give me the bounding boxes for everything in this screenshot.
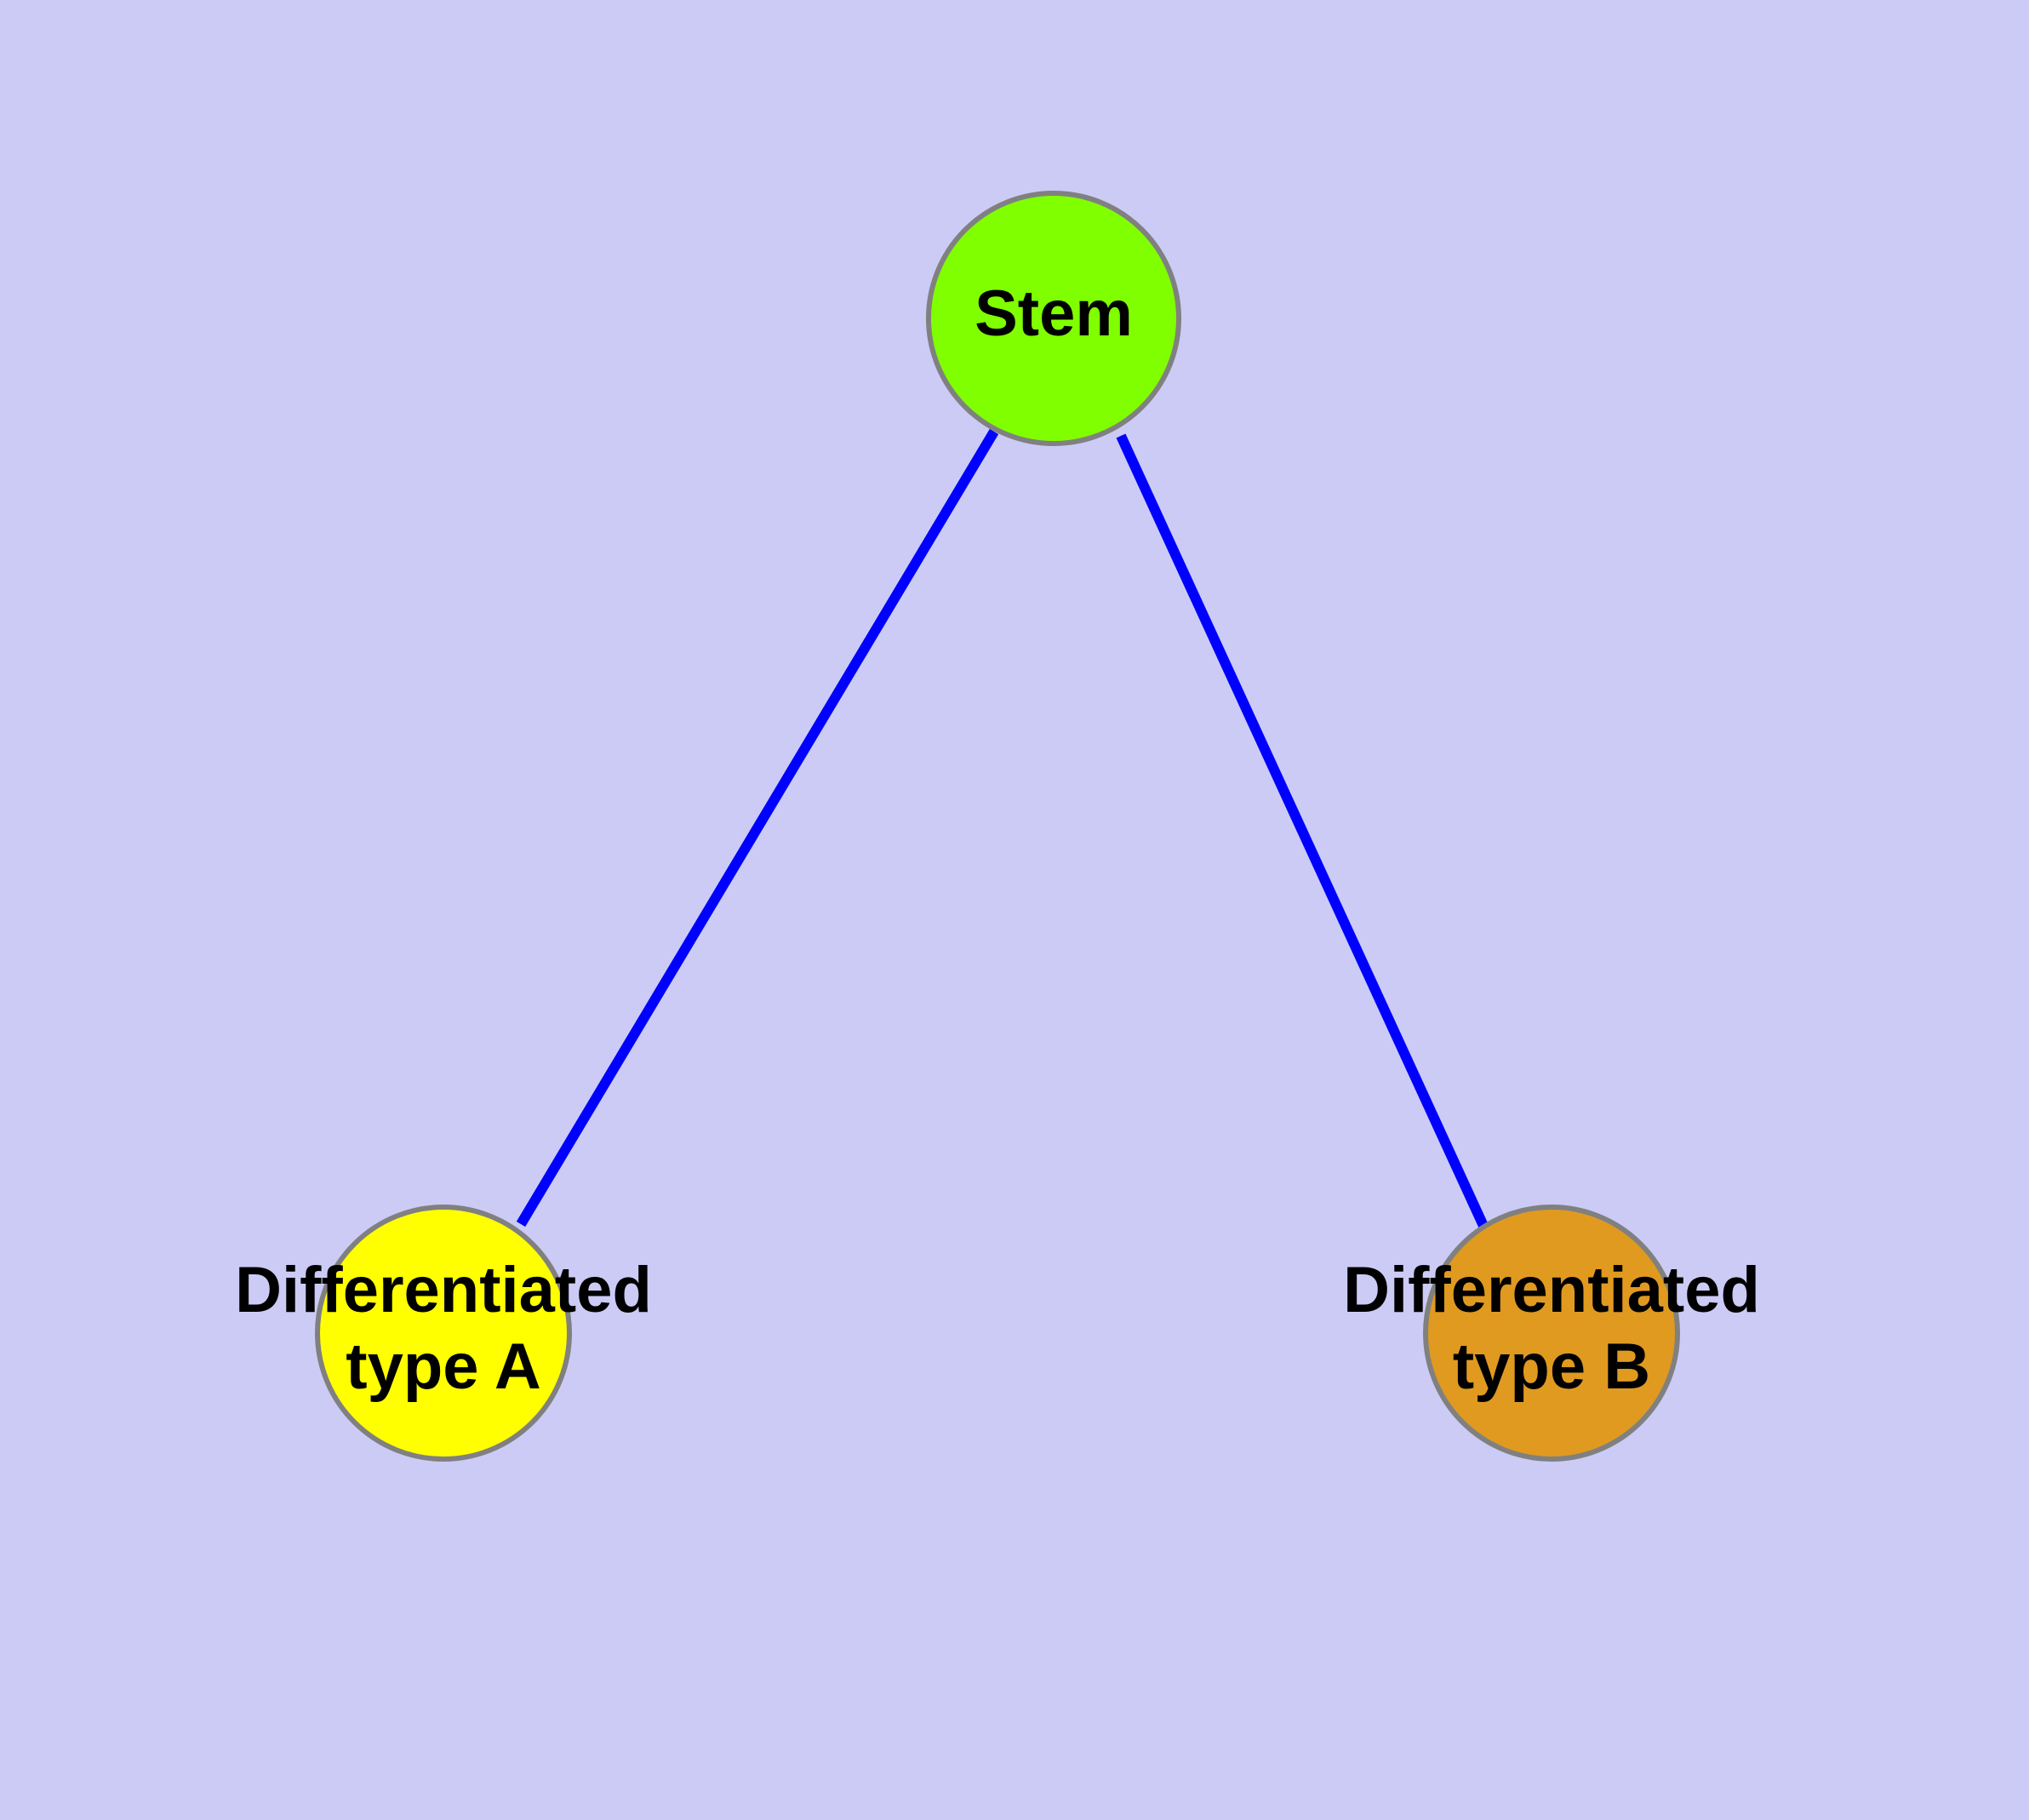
node-label-stem: Stem: [974, 278, 1133, 350]
edge-stem-to-diff-b: [1116, 433, 1489, 1228]
node-circle-stem[interactable]: [926, 191, 1181, 446]
node-label-line-diff-a-1: type A: [346, 1331, 540, 1403]
edge-stem-to-diff-a: [516, 428, 999, 1228]
node-label-line-stem-0: Stem: [974, 278, 1133, 350]
nodes-layer: [315, 191, 1680, 1462]
node-label-line-diff-b-0: Differentiated: [1343, 1254, 1760, 1326]
node-label-line-diff-a-0: Differentiated: [235, 1254, 652, 1326]
node-circle-diff-a[interactable]: [315, 1205, 572, 1462]
edges-layer: [516, 428, 1489, 1228]
node-circle-diff-b[interactable]: [1423, 1205, 1680, 1462]
node-label-line-diff-b-1: type B: [1453, 1331, 1650, 1403]
